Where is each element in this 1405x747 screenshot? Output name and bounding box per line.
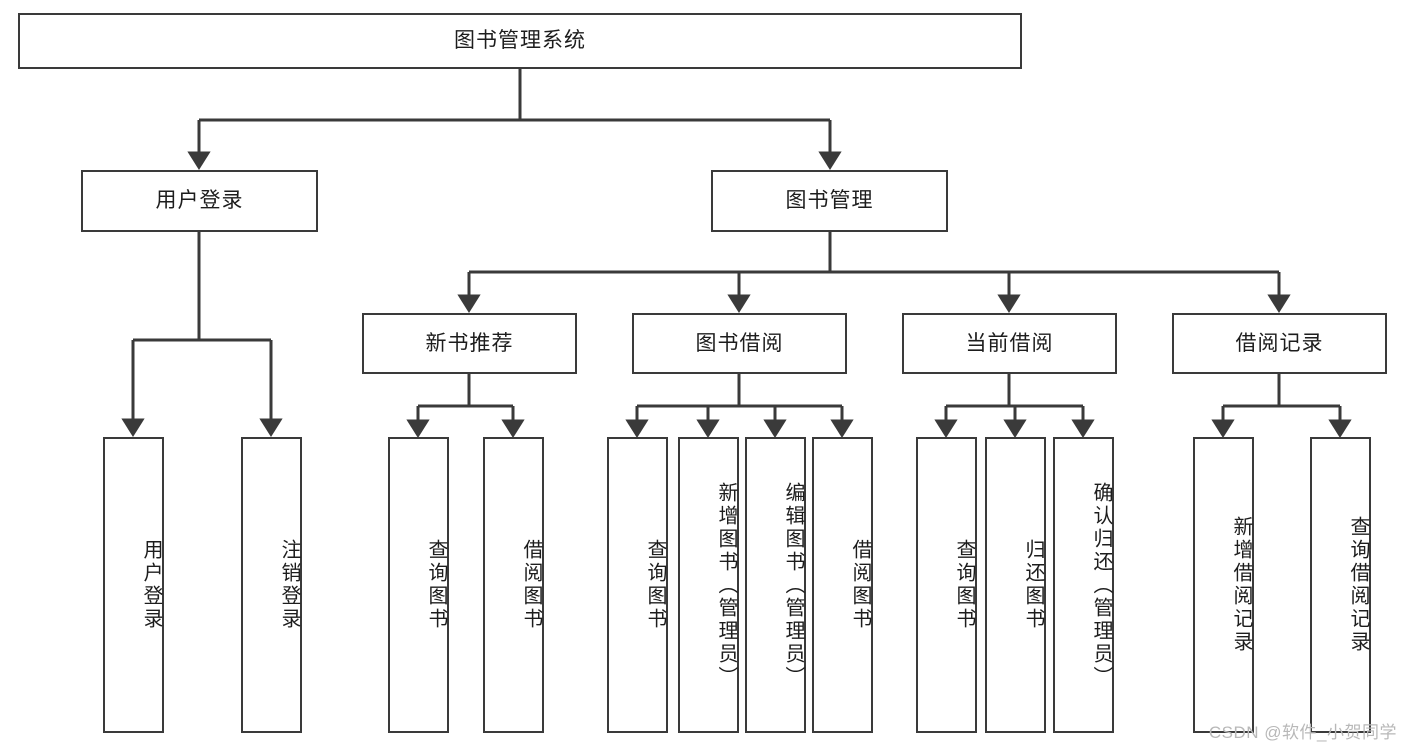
node-label: 借阅图书 bbox=[849, 539, 871, 631]
node-label: 图书借阅 bbox=[695, 331, 784, 355]
node-label: 用户登录 bbox=[155, 189, 244, 213]
book-manage-connectors bbox=[457, 232, 1291, 313]
leaf-query-borrow-record[interactable]: 查询借阅记录 bbox=[1310, 437, 1371, 733]
node-label: 新增图书（管理员） bbox=[715, 481, 737, 689]
node-label: 图书管理 bbox=[785, 189, 874, 213]
root-connectors bbox=[187, 69, 842, 170]
node-new-book-recommendation[interactable]: 新书推荐 bbox=[362, 313, 577, 374]
leaf-confirm-return-admin[interactable]: 确认归还（管理员） bbox=[1053, 437, 1114, 733]
node-book-borrowing[interactable]: 图书借阅 bbox=[632, 313, 847, 374]
node-label: 借阅图书 bbox=[520, 539, 542, 631]
leaf-return-book[interactable]: 归还图书 bbox=[985, 437, 1046, 733]
node-user-login[interactable]: 用户登录 bbox=[81, 170, 318, 232]
node-label: 归还图书 bbox=[1022, 539, 1044, 631]
leaf-borrow-book-borrowing[interactable]: 借阅图书 bbox=[812, 437, 873, 733]
new-book-rec-connectors bbox=[406, 374, 525, 438]
node-label: 查询图书 bbox=[644, 539, 666, 631]
current-borrow-connectors bbox=[934, 374, 1095, 438]
node-label: 当前借阅 bbox=[965, 331, 1054, 355]
node-label: 编辑图书（管理员） bbox=[782, 481, 804, 689]
leaf-query-book-recommendation[interactable]: 查询图书 bbox=[388, 437, 449, 733]
leaf-add-borrow-record[interactable]: 新增借阅记录 bbox=[1193, 437, 1254, 733]
leaf-edit-book-admin[interactable]: 编辑图书（管理员） bbox=[745, 437, 806, 733]
node-root-system[interactable]: 图书管理系统 bbox=[18, 13, 1022, 69]
node-label: 用户登录 bbox=[140, 539, 162, 631]
node-label: 查询图书 bbox=[425, 539, 447, 631]
borrow-record-connectors bbox=[1211, 374, 1352, 438]
node-label: 注销登录 bbox=[278, 539, 300, 631]
leaf-user-logout[interactable]: 注销登录 bbox=[241, 437, 302, 733]
leaf-query-book-borrowing[interactable]: 查询图书 bbox=[607, 437, 668, 733]
leaf-user-login[interactable]: 用户登录 bbox=[103, 437, 164, 733]
leaf-add-book-admin[interactable]: 新增图书（管理员） bbox=[678, 437, 739, 733]
node-label: 确认归还（管理员） bbox=[1090, 481, 1112, 689]
node-label: 借阅记录 bbox=[1235, 331, 1324, 355]
leaf-borrow-book-recommendation[interactable]: 借阅图书 bbox=[483, 437, 544, 733]
node-current-borrowing[interactable]: 当前借阅 bbox=[902, 313, 1117, 374]
node-borrowing-records[interactable]: 借阅记录 bbox=[1172, 313, 1387, 374]
node-label: 查询借阅记录 bbox=[1347, 516, 1369, 654]
node-label: 新书推荐 bbox=[425, 331, 514, 355]
node-label: 新增借阅记录 bbox=[1230, 516, 1252, 654]
user-login-connectors bbox=[121, 232, 283, 437]
book-borrow-connectors bbox=[625, 374, 854, 438]
node-label: 查询图书 bbox=[953, 539, 975, 631]
node-label: 图书管理系统 bbox=[454, 29, 586, 53]
leaf-query-book-current[interactable]: 查询图书 bbox=[916, 437, 977, 733]
node-book-management[interactable]: 图书管理 bbox=[711, 170, 948, 232]
